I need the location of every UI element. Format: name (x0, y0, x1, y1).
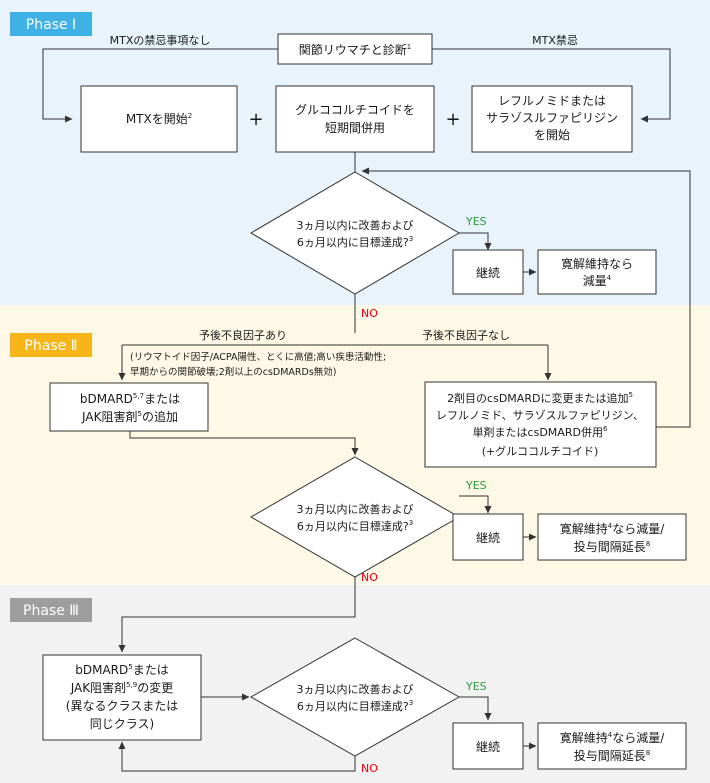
prognosis-factors-line1: (リウマトイド因子/ACPA陽性、とくに高値;高い疾患活動性; (130, 351, 386, 363)
decision1-line2: 6ヵ月以内に目標達成?3 (297, 235, 413, 249)
phase2-tab (10, 333, 92, 357)
bdmard-add-line2: JAK阻害剤5の追加 (81, 409, 178, 424)
taper2-line2: 投与間隔延長8 (574, 539, 650, 554)
taper3-line2: 投与間隔延長8 (574, 748, 650, 763)
decision2-line1: 3ヵ月以内に改善および (297, 502, 414, 516)
alternative-dmard-box (471, 85, 633, 153)
continue-box-phase3 (452, 722, 524, 770)
bdmard-change-line1: bDMARD5または (75, 663, 168, 677)
csdmard-line4: (+グルココルチコイド) (482, 444, 599, 458)
phase1-tab (10, 12, 92, 36)
connector-decision1-yes (459, 232, 492, 251)
taper2-line1: 寛解維持4なら減量/ (560, 521, 665, 536)
glucocorticoid-line1: グルココルチコイドを (295, 103, 415, 117)
bdmard-change-line4: 同じクラス) (90, 717, 154, 731)
csdmard-line1: 2剤目のcsDMARDに変更または追加5 (447, 391, 633, 405)
glucocorticoid-box (275, 85, 435, 153)
start-mtx-label: MTXを開始2 (126, 112, 192, 126)
connector-diagnosis-to-mtx (42, 48, 278, 123)
taper1-line2: 減量4 (583, 273, 612, 288)
connector-decision2-yes-down (459, 495, 492, 514)
no-poor-prognosis-label: 予後不良因子なし (422, 328, 510, 342)
connector-decision3-no (118, 741, 356, 772)
phase1-tab-label: Phase Ⅰ (26, 17, 76, 33)
yes-label-phase1: YES (465, 215, 487, 228)
connector-bdmard-to-decision2 (208, 437, 359, 456)
taper-box-phase2 (537, 513, 687, 561)
continue-label-phase3: 継続 (476, 739, 500, 754)
phase2-tab-label: Phase Ⅱ (24, 338, 77, 354)
phase3-tab-label: Phase Ⅲ (23, 603, 79, 619)
yes-label-phase2: YES (465, 479, 487, 492)
bdmard-change-line3: (異なるクラスまたは (66, 699, 178, 713)
taper3-line1: 寛解維持4なら減量/ (560, 730, 665, 745)
alternative-line1: レフルノミドまたは (498, 94, 606, 108)
connector-bdmard-down (129, 431, 208, 439)
connector-diagnosis-to-alternative (432, 48, 671, 123)
bdmard-change-line2: JAK阻害剤5,9の変更 (70, 680, 174, 695)
contraindication-label: MTX禁忌 (532, 34, 578, 47)
prognosis-factors-line2: 早期からの関節破壊;2剤以上のcsDMARDs無効) (130, 366, 337, 378)
diagnosis-label: 関節リウマチと診断1 (299, 42, 411, 57)
no-label-phase1: NO (361, 307, 378, 320)
decision2-line2: 6ヵ月以内に目標達成?3 (297, 519, 413, 533)
connector-decision3-yes (459, 696, 492, 721)
bdmard-add-line1: bDMARD5,7または (80, 392, 180, 406)
yes-label-phase3: YES (465, 680, 487, 693)
glucocorticoid-line2: 短期間併用 (325, 121, 385, 135)
bdmard-change-box (42, 654, 202, 741)
decision1-line1: 3ヵ月以内に改善および (297, 218, 414, 232)
connector-csdmard-feedback (361, 167, 691, 428)
continue-box-phase2 (452, 513, 524, 561)
no-label-phase2: NO (361, 571, 378, 584)
poor-prognosis-label: 予後不良因子あり (199, 328, 287, 342)
csdmard-change-box (424, 381, 657, 468)
continue-label-phase1: 継続 (476, 265, 500, 280)
bdmard-add-box (49, 382, 209, 432)
continue-box-phase1 (452, 249, 524, 295)
taper-box-phase3 (537, 722, 687, 770)
alternative-line3: を開始 (534, 128, 570, 142)
connector-decision2-no (118, 577, 356, 653)
plus-sign-1: + (248, 109, 263, 130)
plus-sign-2: + (445, 109, 460, 130)
decision3-line1: 3ヵ月以内に改善および (297, 682, 414, 696)
taper1-line1: 寛解維持なら (561, 256, 633, 271)
csdmard-line2: レフルノミド、サラゾスルファピリジン、 (436, 409, 644, 422)
phase3-tab (10, 598, 92, 622)
start-mtx-box (80, 85, 238, 153)
csdmard-line3: 単剤またはcsDMARD併用6 (473, 425, 608, 439)
alternative-line2: サラゾスルファピリジン (486, 111, 618, 125)
no-label-phase3: NO (361, 762, 378, 775)
decision3-line2: 6ヵ月以内に目標達成?3 (297, 699, 413, 713)
no-contraindication-label: MTXの禁忌事項なし (110, 34, 211, 47)
taper-box-phase1 (537, 249, 657, 295)
continue-label-phase2: 継続 (476, 530, 500, 545)
